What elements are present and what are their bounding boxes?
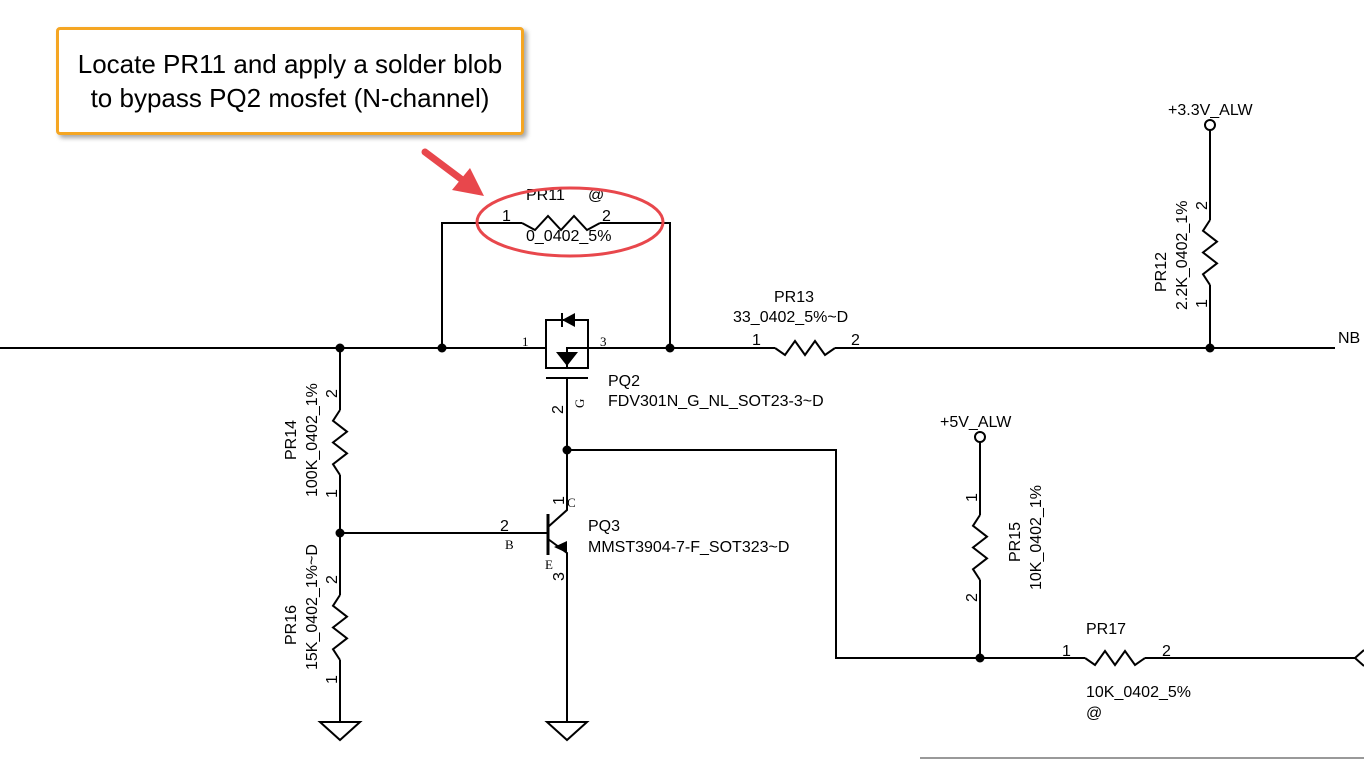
pr17-pin1: 1 (1062, 643, 1071, 660)
pr16-value: 15K_0402_1%~D (304, 544, 321, 670)
pr12-pin2: 2 (1194, 201, 1211, 210)
pq3-part: MMST3904-7-F_SOT323~D (588, 539, 789, 556)
pq3-label-e: E (545, 557, 553, 572)
pr17-value: 10K_0402_5% (1086, 684, 1191, 701)
pr14-value: 100K_0402_1% (304, 383, 321, 497)
highlight-ellipse (475, 186, 665, 258)
net-label-5v: +5V_ALW (940, 414, 1012, 431)
arrow-icon (421, 148, 484, 196)
pr15-value: 10K_0402_1% (1028, 485, 1045, 590)
pr13-pin1: 1 (752, 332, 761, 349)
pr16-pin1: 1 (324, 675, 341, 684)
wire-pr11-right (600, 222, 671, 348)
ground-icon (544, 721, 590, 742)
ground-icon (317, 721, 363, 742)
mosfet-pq2[interactable] (545, 313, 589, 450)
junction-dots (335, 343, 1215, 663)
wire-gate-net (567, 449, 1085, 659)
pr11-pin2: 2 (602, 208, 611, 225)
pq2-label-g: G (572, 399, 587, 408)
power-port-3v3 (1204, 119, 1216, 131)
offpage-connector-icon (1353, 649, 1364, 667)
pr14-pin1: 1 (324, 489, 341, 498)
pr17-pin2: 2 (1162, 643, 1171, 660)
pr13-pin2: 2 (851, 332, 860, 349)
pr12-ref: PR12 (1153, 252, 1170, 292)
net-label-nb: NB (1338, 330, 1360, 347)
pr12-pin1: 1 (1194, 299, 1211, 308)
pq2-ref: PQ2 (608, 373, 640, 390)
pr13-value: 33_0402_5%~D (733, 309, 848, 326)
power-port-5v (974, 431, 986, 443)
pr12-value: 2.2K_0402_1% (1174, 201, 1191, 310)
pq3-label-c: C (567, 495, 576, 510)
resistor-pr15[interactable] (971, 514, 989, 581)
wire-pr11-left (441, 222, 522, 348)
transistor-pq3[interactable] (340, 450, 568, 722)
net-label-3v3: +3.3V_ALW (1168, 102, 1254, 119)
pq3-pin-e: 3 (551, 572, 568, 581)
resistor-pr11[interactable] (521, 214, 601, 232)
pr11-pin1: 1 (502, 208, 511, 225)
resistor-pr12[interactable] (1201, 219, 1219, 286)
pr11-value: 0_0402_5% (526, 228, 611, 245)
callout-box: Locate PR11 and apply a solder blob to b… (56, 27, 524, 135)
pr14-ref: PR14 (283, 420, 300, 460)
pq3-label-b: B (505, 537, 514, 552)
pq3-ref: PQ3 (588, 518, 620, 535)
resistor-pr13[interactable] (774, 339, 836, 357)
resistor-pr17[interactable] (1084, 649, 1146, 667)
pq2-pin-g: 2 (550, 405, 567, 414)
pq3-pin-b: 2 (500, 518, 509, 535)
pr15-pin2: 2 (964, 593, 981, 602)
pq2-pin-s: 3 (600, 334, 607, 349)
pq3-pin-c: 1 (551, 496, 568, 505)
pr13-ref: PR13 (774, 289, 814, 306)
pq2-pin-d: 1 (522, 334, 529, 349)
pr11-option: @ (588, 187, 604, 204)
pr16-ref: PR16 (283, 605, 300, 645)
pr16-pin2: 2 (324, 575, 341, 584)
pr15-pin1: 1 (964, 493, 981, 502)
resistor-pr14[interactable] (331, 409, 349, 476)
pr14-pin2: 2 (324, 389, 341, 398)
pq2-part: FDV301N_G_NL_SOT23-3~D (608, 393, 824, 410)
resistor-pr16[interactable] (331, 594, 349, 661)
pr15-ref: PR15 (1007, 522, 1024, 562)
pr17-ref: PR17 (1086, 621, 1126, 638)
pr17-option: @ (1086, 705, 1102, 722)
